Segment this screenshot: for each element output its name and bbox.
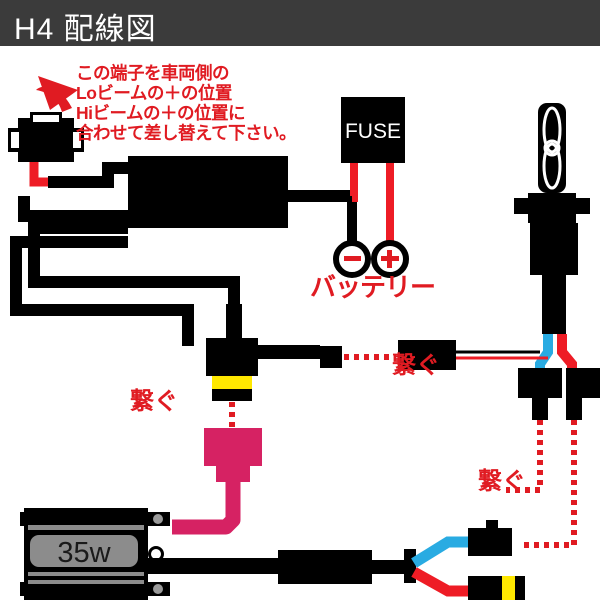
h4-bulb-icon (514, 103, 590, 275)
header-bar (0, 0, 600, 46)
connect-label-3: 繋ぐ (478, 468, 526, 495)
ballast-output-block (278, 550, 372, 584)
pink-connector (204, 428, 262, 482)
pink-wire-to-ballast (172, 482, 241, 535)
mid-right-connector (398, 340, 456, 370)
ballast-split-wires (411, 536, 470, 597)
relay-block-icon (128, 156, 288, 228)
fuse-red-wires (350, 163, 394, 242)
h4-socket-icon (8, 112, 84, 162)
ballast-red-connector (468, 576, 525, 600)
battery-plus-terminal-icon (371, 240, 409, 278)
connect-label-1: 繋ぐ (130, 388, 178, 415)
bulb-blue-connector (518, 368, 562, 420)
bulb-lead-to-harness (456, 350, 548, 360)
bulb-red-connector (566, 368, 600, 420)
harness-stub-connector (320, 346, 342, 368)
battery-label: バッテリー (310, 272, 436, 302)
instruction-note: この端子を車両側の Loビームの＋の位置 Hiビームの＋の位置に 合わせて差し替… (76, 63, 297, 143)
ballast-label: 35w (57, 537, 111, 569)
diagram-canvas: FUSE (0, 46, 600, 600)
curved-arrow-icon (36, 76, 78, 112)
connect-dots-3a (506, 420, 543, 493)
harness-to-stub-wire (227, 338, 320, 359)
connect-label-2: 繋ぐ (392, 352, 440, 379)
ballast-icon: 35w (20, 508, 170, 600)
page-title: H4 配線図 (14, 13, 157, 46)
relay-output-wires (10, 222, 240, 346)
fuse-label: FUSE (345, 120, 401, 143)
harness-left-wires (18, 162, 128, 222)
fuse-box-icon: FUSE (341, 97, 405, 163)
ballast-blue-connector (468, 520, 512, 556)
battery-minus-terminal-icon (333, 240, 371, 278)
connect-dots-3b (520, 420, 577, 548)
socket-red-pigtail (29, 162, 48, 187)
